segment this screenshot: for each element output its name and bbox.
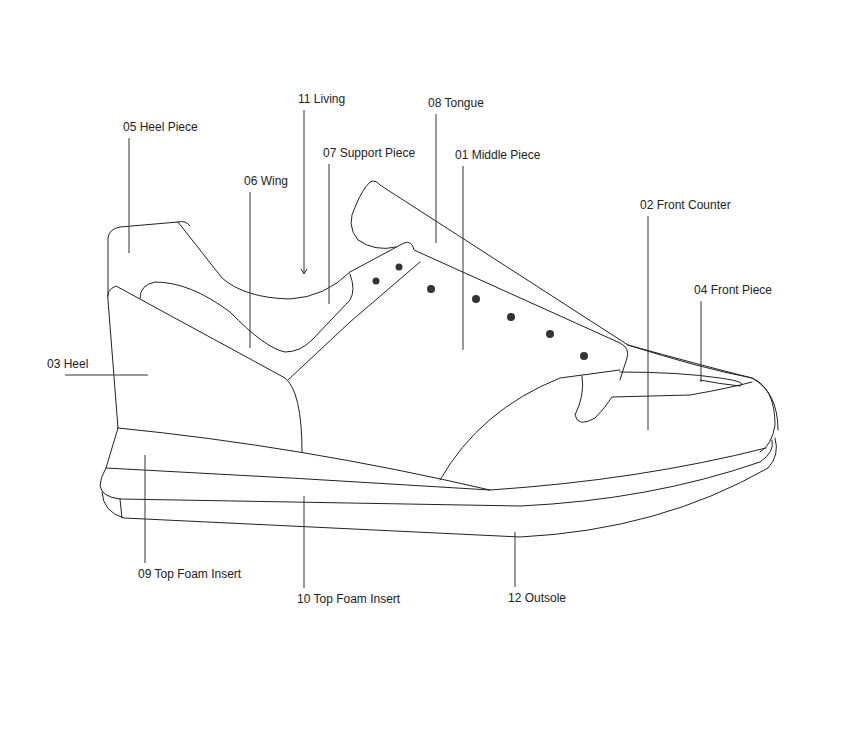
part-label: 08 Tongue <box>428 96 484 110</box>
part-label: 09 Top Foam Insert <box>138 567 241 581</box>
part-label: 06 Wing <box>244 174 288 188</box>
part-label: 02 Front Counter <box>640 198 731 212</box>
part-label: 03 Heel <box>47 357 88 371</box>
part-label: 07 Support Piece <box>323 146 415 160</box>
leader-lines <box>65 110 701 588</box>
part-label: 05 Heel Piece <box>123 120 198 134</box>
part-label: 01 Middle Piece <box>455 148 540 162</box>
part-label: 10 Top Foam Insert <box>297 592 400 606</box>
part-label: 04 Front Piece <box>694 283 772 297</box>
part-label: 12 Outsole <box>508 591 566 605</box>
part-label: 11 Living <box>298 92 345 106</box>
